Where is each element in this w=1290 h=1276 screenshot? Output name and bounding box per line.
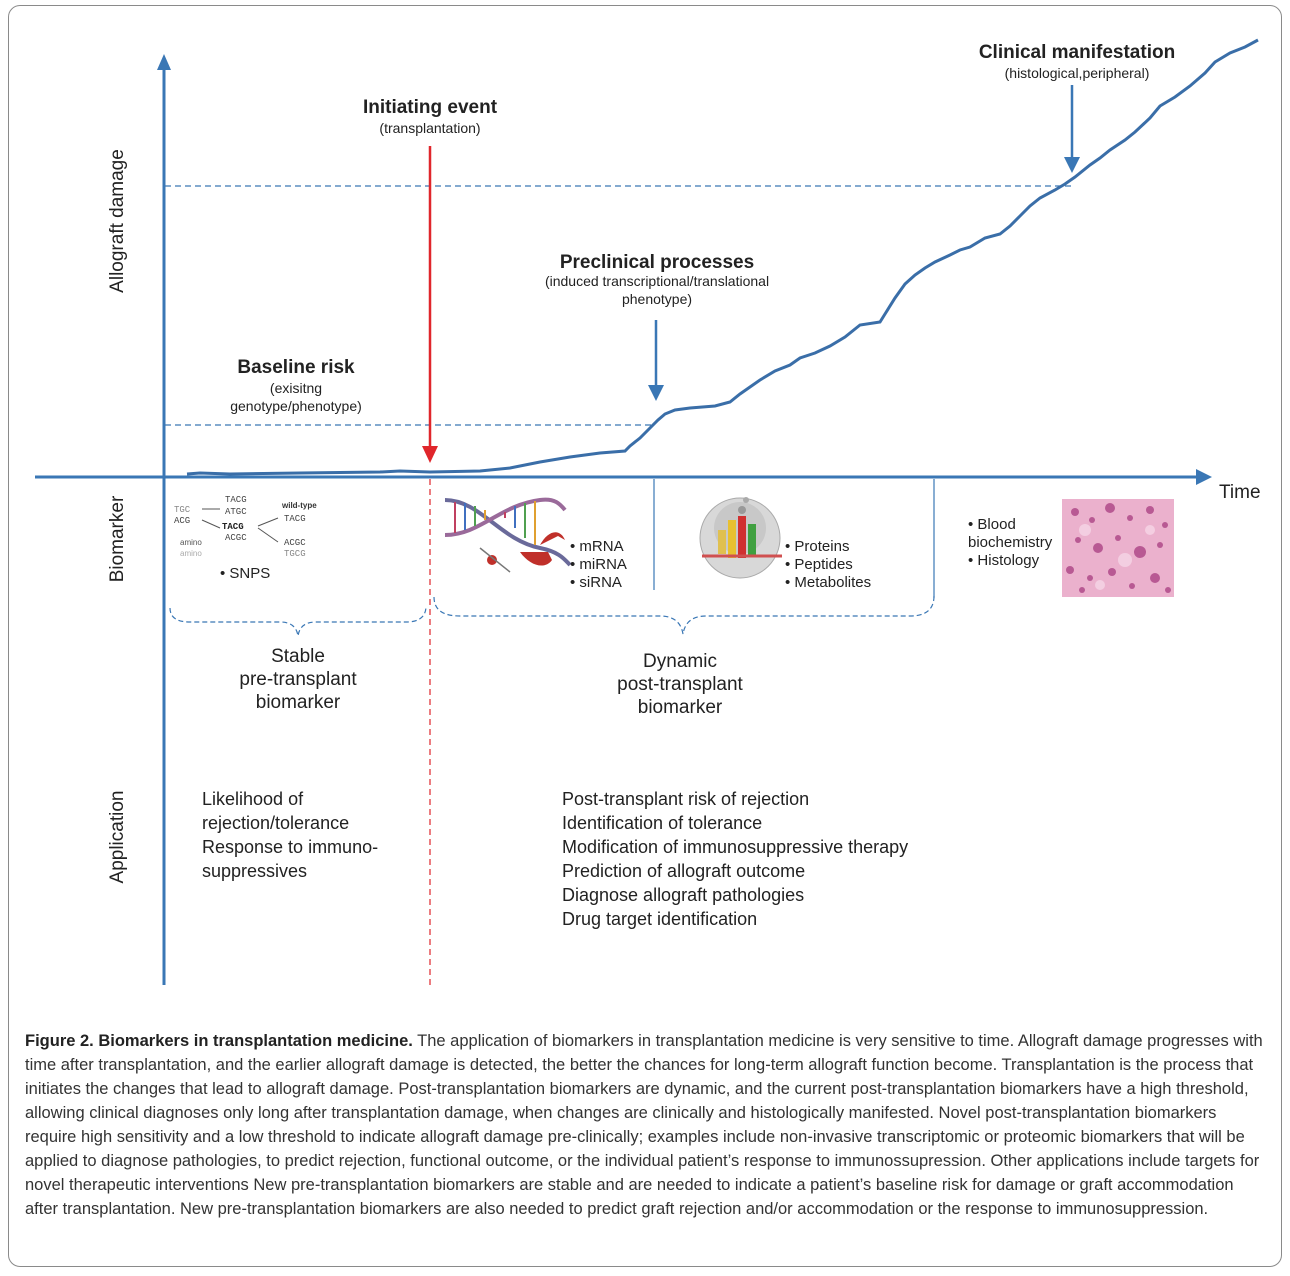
dna-helix-thumbnail — [444, 497, 572, 573]
svg-text:amino: amino — [180, 538, 202, 547]
svg-text:ACG: ACG — [174, 516, 190, 526]
stable-label-line2: pre-transplant biomarker — [239, 669, 357, 713]
app-dynamic-5: Diagnose allograft pathologies — [562, 885, 805, 905]
row-label-application: Application — [107, 790, 128, 884]
cell-protein-thumbnail — [699, 497, 782, 579]
clinical-manifestation-sub: (histological,peripheral) — [1004, 65, 1150, 81]
allograft-damage-curve — [186, 38, 1259, 476]
svg-text:TACG: TACG — [222, 522, 244, 532]
app-dynamic-2: Identification of tolerance — [562, 813, 763, 833]
bullet-blood-biochemistry: Blood biochemistry — [968, 516, 1068, 552]
clinical-list: Blood biochemistry Histology — [968, 516, 1068, 570]
bullet-histology: Histology — [968, 552, 1068, 570]
x-axis-arrowhead — [1196, 469, 1212, 485]
svg-text:ACGC: ACGC — [284, 538, 306, 548]
svg-text:ATGC: ATGC — [225, 507, 247, 517]
caption-title: Figure 2. Biomarkers in transplantation … — [25, 1032, 413, 1050]
figure-frame — [8, 5, 1282, 1267]
stable-applications: Likelihood of rejection/tolerance Respon… — [202, 787, 378, 883]
app-stable-1: Likelihood of — [202, 789, 304, 809]
clinical-manifestation-title: Clinical manifestation — [978, 42, 1176, 63]
y-axis-label: Allograft damage — [107, 149, 128, 293]
app-dynamic-4: Prediction of allograft outcome — [562, 861, 806, 881]
app-stable-2: rejection/tolerance — [202, 813, 350, 833]
dynamic-label-line1: Dynamic — [643, 651, 717, 672]
stable-label-line1: Stable — [271, 646, 325, 667]
baseline-risk-title: Baseline risk — [237, 357, 355, 378]
svg-text:TACG: TACG — [225, 495, 247, 505]
app-dynamic-3: Modification of immunosuppressive therap… — [562, 837, 909, 857]
preclinical-sub-2: phenotype) — [621, 291, 693, 307]
preclinical-sub-1: (induced transcriptional/translational — [544, 273, 770, 289]
baseline-risk-sub-1: (exisitng — [269, 380, 323, 396]
histology-thumbnail — [1062, 499, 1174, 597]
row-label-biomarker: Biomarker — [107, 495, 128, 583]
bullet-mirna: miRNA — [570, 556, 627, 574]
stable-brace — [169, 605, 427, 637]
svg-text:wild-type: wild-type — [281, 501, 317, 510]
bullet-snps: SNPS — [220, 565, 270, 583]
svg-text:amino: amino — [180, 549, 202, 558]
snp-thumbnail: TGC TACG ACG ATGC TACG TACG ACGC ACGC TG… — [174, 495, 317, 559]
app-dynamic-6: Drug target identification — [562, 909, 758, 929]
dynamic-brace — [433, 595, 935, 635]
app-dynamic-1: Post-transplant risk of rejection — [562, 789, 810, 809]
initiating-event-sub: (transplantation) — [379, 120, 481, 136]
baseline-risk-sub-2: genotype/phenotype) — [230, 398, 362, 414]
svg-text:ACGC: ACGC — [225, 533, 247, 543]
rna-list: mRNA miRNA siRNA — [570, 538, 627, 592]
stable-label: Stable pre-transplant biomarker — [198, 645, 398, 714]
svg-text:TACG: TACG — [284, 514, 306, 524]
caption-text: The application of biomarkers in transpl… — [25, 1032, 1263, 1218]
initiating-event-title: Initiating event — [362, 97, 498, 118]
app-stable-4: suppressives — [202, 861, 308, 881]
bullet-mrna: mRNA — [570, 538, 627, 556]
preclinical-title: Preclinical processes — [559, 252, 755, 273]
figure-caption: Figure 2. Biomarkers in transplantation … — [25, 1029, 1265, 1221]
x-axis-label: Time — [1219, 482, 1261, 503]
bullet-proteins: Proteins — [785, 538, 871, 556]
svg-text:TGC: TGC — [174, 505, 191, 515]
dynamic-applications: Post-transplant risk of rejection Identi… — [562, 787, 908, 931]
dynamic-label: Dynamic post-transplant biomarker — [580, 650, 780, 719]
protein-list: Proteins Peptides Metabolites — [785, 538, 871, 592]
bullet-metabolites: Metabolites — [785, 574, 871, 592]
bullet-peptides: Peptides — [785, 556, 871, 574]
bullet-sirna: siRNA — [570, 574, 627, 592]
y-axis-arrowhead — [157, 54, 171, 70]
app-stable-3: Response to immuno- — [202, 837, 379, 857]
dynamic-label-line2: post-transplant biomarker — [617, 674, 743, 718]
svg-text:TGCG: TGCG — [284, 549, 306, 559]
snps-list: SNPS — [220, 565, 270, 583]
